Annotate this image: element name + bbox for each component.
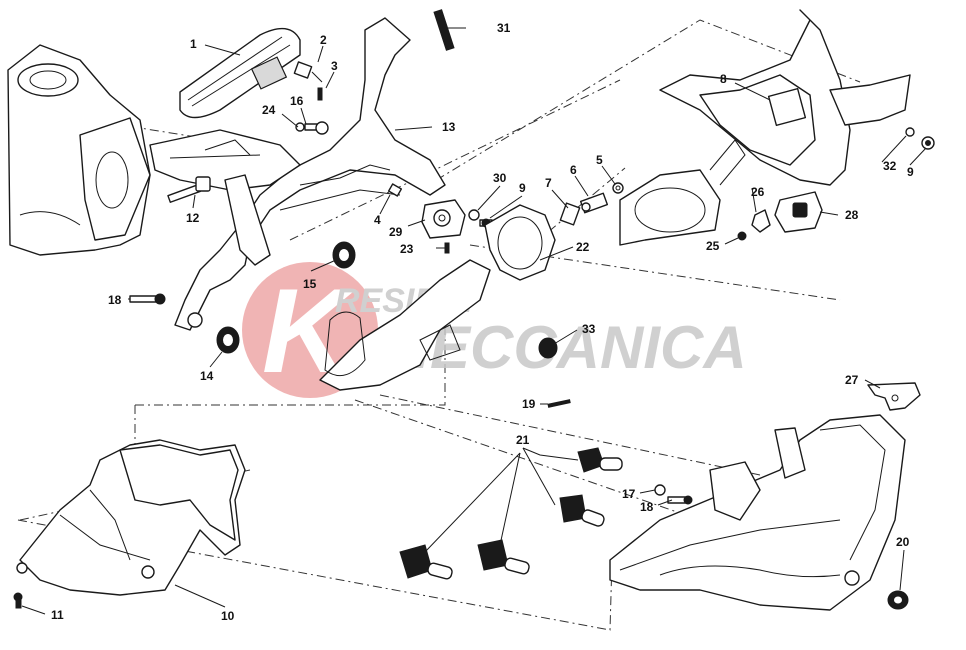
callout-5: 5 [596, 153, 603, 167]
pin-23 [444, 242, 450, 254]
front-fairing [619, 9, 911, 246]
clamp-7 [559, 202, 581, 226]
callout-14: 14 [200, 369, 214, 383]
callout-29: 29 [389, 225, 403, 239]
nut-5 [612, 182, 624, 194]
callout-24: 24 [262, 103, 276, 117]
callout-13: 13 [442, 120, 456, 134]
adjuster-6 [579, 192, 609, 214]
watermark: K RESIDUI MECCANICA [242, 262, 747, 398]
bolt-12 [167, 176, 211, 203]
callout-21: 21 [516, 433, 530, 447]
lower-fairing [16, 439, 246, 596]
callout-15: 15 [303, 277, 317, 291]
callout-23: 23 [400, 242, 414, 256]
grommet-14 [216, 326, 240, 354]
washer-30 [468, 209, 480, 221]
grommet-15 [332, 241, 356, 269]
callout-30: 30 [493, 171, 507, 185]
front-subframe [149, 17, 446, 331]
bolt-18-right [654, 484, 693, 505]
bracket-29 [421, 199, 466, 239]
leader-lines [21, 27, 927, 615]
headlight-bracket [319, 204, 556, 391]
clip-4 [387, 183, 403, 197]
callout-1: 1 [190, 37, 197, 51]
callout-22: 22 [576, 240, 590, 254]
screw-9-right [921, 136, 935, 150]
bulb-lower-left [399, 544, 453, 580]
callout-3: 3 [331, 59, 338, 73]
callout-12: 12 [186, 211, 200, 225]
callout-8: 8 [720, 72, 727, 86]
callout-11: 11 [51, 608, 64, 622]
bracket-27 [867, 382, 921, 411]
bolt-31 [433, 9, 455, 51]
callout-33: 33 [582, 322, 596, 336]
bulb-lower-right [477, 539, 530, 575]
callout-labels: 1 2 3 16 24 13 31 12 18 14 15 4 29 23 30… [51, 21, 914, 623]
callout-17: 17 [622, 487, 636, 501]
callout-32: 32 [883, 159, 897, 173]
callout-9-right: 9 [907, 165, 914, 179]
callout-9-middle: 9 [519, 181, 526, 195]
callout-16: 16 [290, 94, 304, 108]
callout-19: 19 [522, 397, 536, 411]
headlight-assembly [609, 414, 906, 611]
callout-20: 20 [896, 535, 910, 549]
pin-19 [547, 399, 571, 408]
screw-25 [737, 231, 747, 241]
callout-27: 27 [845, 373, 859, 387]
callout-28: 28 [845, 208, 859, 222]
callout-7: 7 [545, 176, 552, 190]
callout-10: 10 [221, 609, 235, 623]
screw-11 [13, 592, 23, 609]
bulb-upper [577, 447, 623, 473]
washer-32 [905, 127, 915, 137]
bulb-middle [559, 494, 605, 527]
callout-18-left: 18 [108, 293, 122, 307]
switch-28 [774, 191, 823, 233]
bolt-16 [295, 121, 329, 135]
callout-18-right: 18 [640, 500, 654, 514]
callout-26: 26 [751, 185, 765, 199]
frame-head-tube [7, 44, 151, 256]
grommet-33 [538, 337, 558, 359]
bolt-18-left [129, 293, 166, 305]
connector-parts [293, 61, 323, 101]
callout-4: 4 [374, 213, 381, 227]
callout-25: 25 [706, 239, 720, 253]
callout-31: 31 [497, 21, 511, 35]
grommet-20 [887, 590, 909, 610]
callout-2: 2 [320, 33, 327, 47]
instrument-panel [179, 27, 301, 119]
pad-26 [751, 209, 771, 233]
callout-6: 6 [570, 163, 577, 177]
